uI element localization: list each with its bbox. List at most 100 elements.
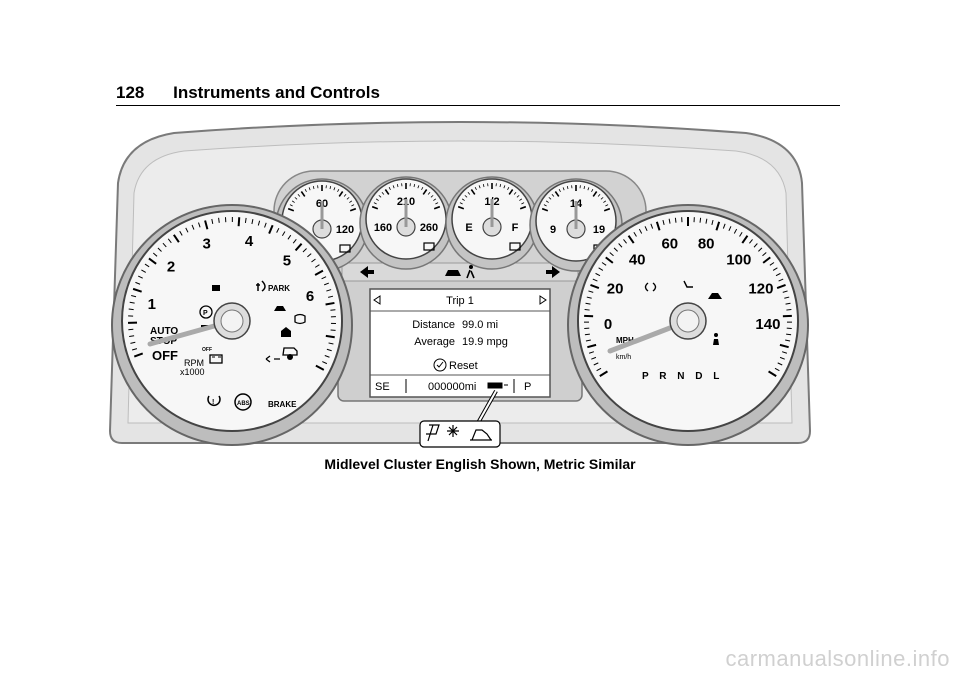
- gauge-tick: [198, 222, 201, 228]
- sport-mode-icon: [426, 424, 440, 442]
- gauge-number: 3: [202, 235, 210, 252]
- drive-mode-callout: [419, 390, 501, 448]
- gauge-tick: [596, 367, 602, 372]
- oil-pressure-icon: [339, 244, 351, 253]
- high-beam-icon: [294, 313, 306, 325]
- average-value: 19.9 mpg: [462, 336, 508, 348]
- gauge-tick: [218, 217, 220, 223]
- gauge-number: 140: [755, 316, 780, 333]
- gauge-tick: [739, 231, 743, 237]
- gauge-tick: [211, 218, 214, 224]
- gauge-number: 60: [661, 235, 678, 252]
- gauge-tick: [141, 269, 146, 273]
- gauge-number: 120: [748, 280, 773, 297]
- svg-text:ABS: ABS: [237, 401, 250, 407]
- gauge-tick: [699, 217, 702, 223]
- gauge-tick: [129, 301, 135, 304]
- gauge-tick: [307, 253, 312, 258]
- gauge-tick: [330, 309, 336, 311]
- gauge-tick: [294, 243, 303, 252]
- gauge-tick: [785, 339, 791, 342]
- figure-caption: Midlevel Cluster English Shown, Metric S…: [324, 456, 636, 472]
- rpm-label: RPM: [184, 358, 204, 368]
- gauge-number: 40: [629, 251, 646, 268]
- gauge-tick: [588, 290, 594, 293]
- headlamp-icon: [256, 280, 266, 292]
- display-right-arrow-icon: [539, 295, 547, 305]
- distance-value: 99.0 mi: [462, 319, 498, 331]
- gauge-tick: [762, 252, 767, 257]
- gauge-tick: [314, 264, 320, 268]
- gauge-tick: [662, 219, 665, 226]
- front-pedestrian-alert-icon: [445, 265, 475, 279]
- gauge-tick: [328, 295, 334, 298]
- brake-label: BRAKE: [268, 400, 297, 409]
- coolant-temp-icon: [423, 242, 435, 251]
- gauge-tick: [784, 296, 790, 299]
- gauge-tick: [782, 290, 788, 293]
- speed-unit-sub: km/h: [616, 354, 631, 361]
- gauge-tick: [276, 227, 280, 233]
- svg-text:P: P: [203, 310, 208, 317]
- display-title: Trip 1: [446, 295, 474, 307]
- gauge-tick: [328, 342, 334, 345]
- gauge-tick: [668, 218, 671, 224]
- vehicle-ahead-icon: [708, 293, 722, 299]
- gauge-tick: [157, 247, 162, 252]
- lane-keep-icon: [281, 327, 291, 337]
- gauge-tick: [191, 224, 195, 230]
- gauge-tick: [753, 243, 758, 248]
- gauge-tick: [592, 278, 598, 282]
- gauge-tick: [599, 370, 608, 377]
- compass-heading: SE: [375, 381, 390, 393]
- seatbelt-icon: [212, 285, 220, 291]
- cruise-icon: [683, 280, 693, 288]
- gauge-tick: [715, 221, 721, 231]
- gauge-tick: [173, 234, 180, 243]
- gauge-tick: [655, 221, 661, 231]
- header-rule: [116, 105, 840, 106]
- gauge-number: 4: [245, 233, 254, 250]
- gauge-tick: [315, 364, 325, 371]
- gauge-tick: [705, 218, 708, 224]
- gauge-tick: [179, 230, 183, 236]
- gauge-tick: [281, 231, 286, 237]
- auto-stop-label-1: AUTO: [150, 326, 178, 337]
- small-gauge-3: E1/2F: [445, 176, 539, 270]
- gauge-tick: [775, 272, 781, 277]
- gauge-tick: [128, 308, 134, 311]
- traction-off-label: OFF: [202, 347, 212, 353]
- gauge-tick: [131, 348, 138, 351]
- gauge-number: 2: [167, 258, 175, 275]
- gauge-number: 1: [148, 296, 156, 313]
- gauge-tick: [605, 256, 614, 264]
- small-gauge-label: E: [465, 222, 472, 234]
- stabilitrak-icon: [274, 306, 286, 311]
- gauge-tick: [779, 356, 785, 360]
- seatbelt-passenger-icon: [713, 333, 719, 345]
- gauge-tick: [762, 256, 771, 264]
- small-gauge-label: F: [512, 222, 519, 234]
- gauge-tick: [772, 267, 778, 271]
- gauge-number: 0: [604, 316, 612, 333]
- gauge-tick: [148, 257, 157, 265]
- gauge-tick: [627, 235, 635, 244]
- small-gauge-2: 160210260: [359, 176, 453, 270]
- gauge-tick: [674, 217, 677, 223]
- gauge-tick: [264, 222, 267, 228]
- svg-text:!: !: [212, 399, 214, 406]
- gauge-tick: [711, 219, 714, 226]
- gauge-number: 80: [698, 235, 715, 252]
- gauge-tick: [781, 351, 788, 354]
- gauge-number: 100: [726, 251, 751, 268]
- gauge-tick: [644, 226, 648, 232]
- gauge-tick: [741, 235, 749, 244]
- gauge-tick: [302, 248, 307, 253]
- gauge-tick: [130, 341, 136, 344]
- snow-mode-icon: [447, 425, 459, 437]
- gauge-tick: [144, 263, 150, 268]
- gauge-tick: [129, 335, 135, 338]
- small-gauge-label: 120: [336, 224, 354, 236]
